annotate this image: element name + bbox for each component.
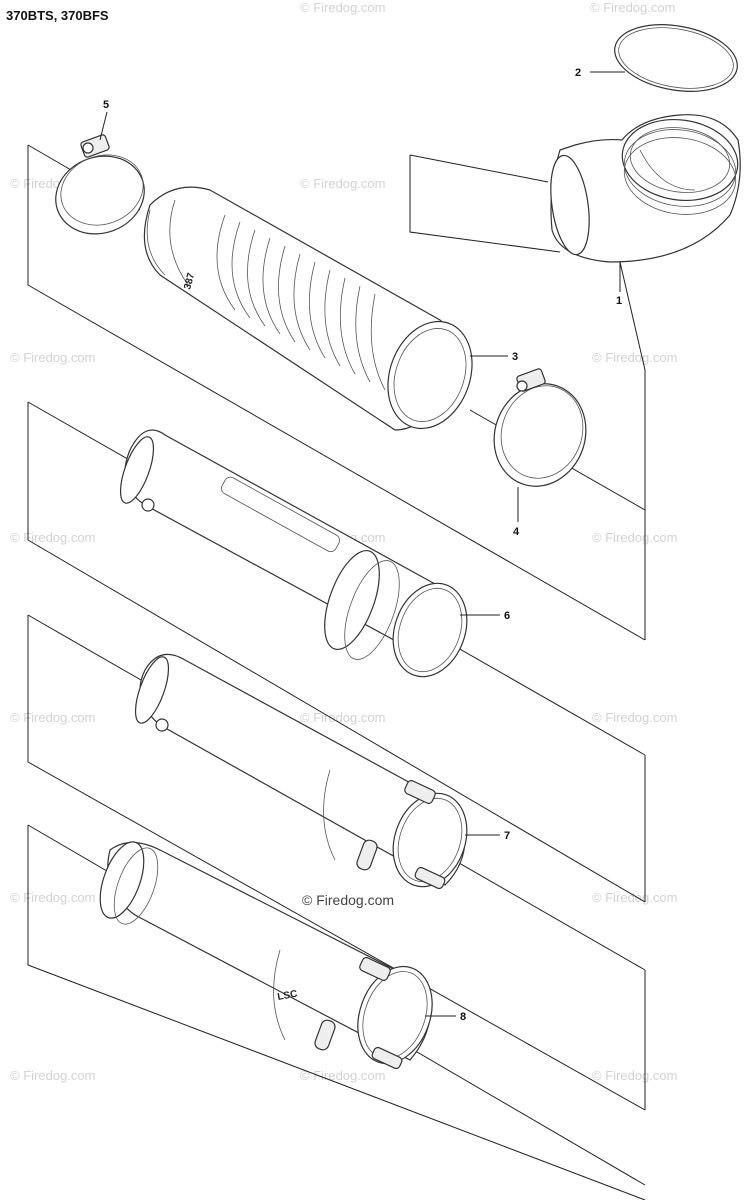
callout-8: 8: [460, 1011, 466, 1023]
watermark-text: © Firedog.com: [300, 0, 385, 15]
leader-5: [99, 111, 108, 141]
callout-5: 5: [103, 99, 109, 111]
part-elbow: [550, 114, 741, 263]
callout-3: 3: [512, 351, 518, 363]
watermark-text: © Firedog.com: [592, 710, 677, 725]
panel-elbow-edge: [619, 261, 646, 371]
callout-1: 1: [616, 295, 622, 307]
watermark-text: © Firedog.com: [592, 1068, 677, 1083]
panel-elbow-outline: [409, 155, 561, 253]
panel-elbow-edge: [409, 154, 549, 183]
part-hose-clamp-4: [493, 368, 587, 487]
panel-tube6-outline: [27, 402, 646, 903]
watermark-text: © Firedog.com: [300, 710, 385, 725]
part-hose-clamp-5: [55, 134, 145, 235]
watermark-text: © Firedog.com: [10, 530, 95, 545]
callout-4: 4: [513, 526, 520, 538]
watermark-text: © Firedog.com: [592, 530, 677, 545]
leader-lines: [99, 71, 625, 1017]
part-ring: [387, 320, 473, 430]
callout-2: 2: [575, 67, 581, 79]
center-watermark: © Firedog.com: [302, 892, 394, 908]
watermark-text: © Firedog.com: [590, 0, 675, 15]
watermark-text: © Firedog.com: [10, 350, 95, 365]
bellows-ridges: [216, 214, 386, 391]
watermark-text: © Firedog.com: [10, 1068, 95, 1083]
part-bellows-hose: 387: [143, 186, 456, 431]
watermark-text: © Firedog.com: [10, 710, 95, 725]
model-label: 370BTS, 370BFS: [6, 8, 109, 23]
nozzle-marking: LSC: [277, 989, 299, 1003]
panel-nozzle-outline: [27, 825, 646, 1200]
part-o-ring: [614, 24, 738, 92]
callouts: 2 5 1 3 4 6 7 8: [103, 67, 622, 1023]
panel-tube7-outline: [27, 615, 646, 1111]
watermark-text: © Firedog.com: [300, 176, 385, 191]
callout-6: 6: [504, 610, 510, 622]
watermark-text: © Firedog.com: [10, 890, 95, 905]
part-nozzle-8: LSC: [99, 841, 433, 1070]
watermark-text: © Firedog.com: [300, 1068, 385, 1083]
hose-marking: 387: [182, 271, 197, 290]
watermark-text: © Firedog.com: [592, 890, 677, 905]
part-tube-7: [134, 653, 468, 890]
callout-7: 7: [504, 830, 510, 842]
watermark-text: © Firedog.com: [592, 350, 677, 365]
part-tube-6: [119, 429, 468, 678]
panel-hose-outline: [27, 145, 646, 641]
